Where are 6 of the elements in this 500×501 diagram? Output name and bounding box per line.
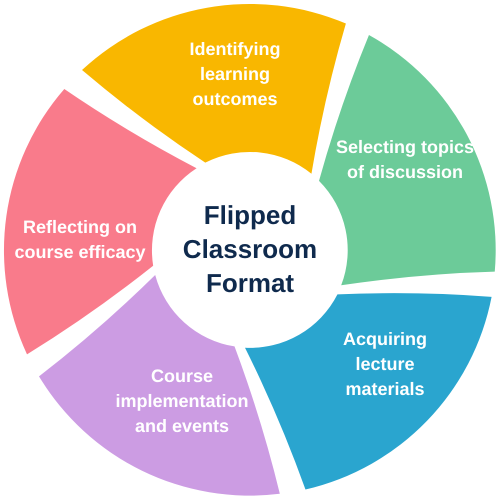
center-title: Flipped Classroom Format	[182, 199, 318, 300]
segment-label: Reflecting on course efficacy	[13, 216, 147, 264]
segment-label: Acquiring lecture materials	[342, 328, 428, 402]
segment-label: Course implementation and events	[114, 365, 250, 439]
segment-label: Selecting topics of discussion	[334, 136, 475, 184]
segment-label: Identifying learning outcomes	[188, 38, 282, 112]
